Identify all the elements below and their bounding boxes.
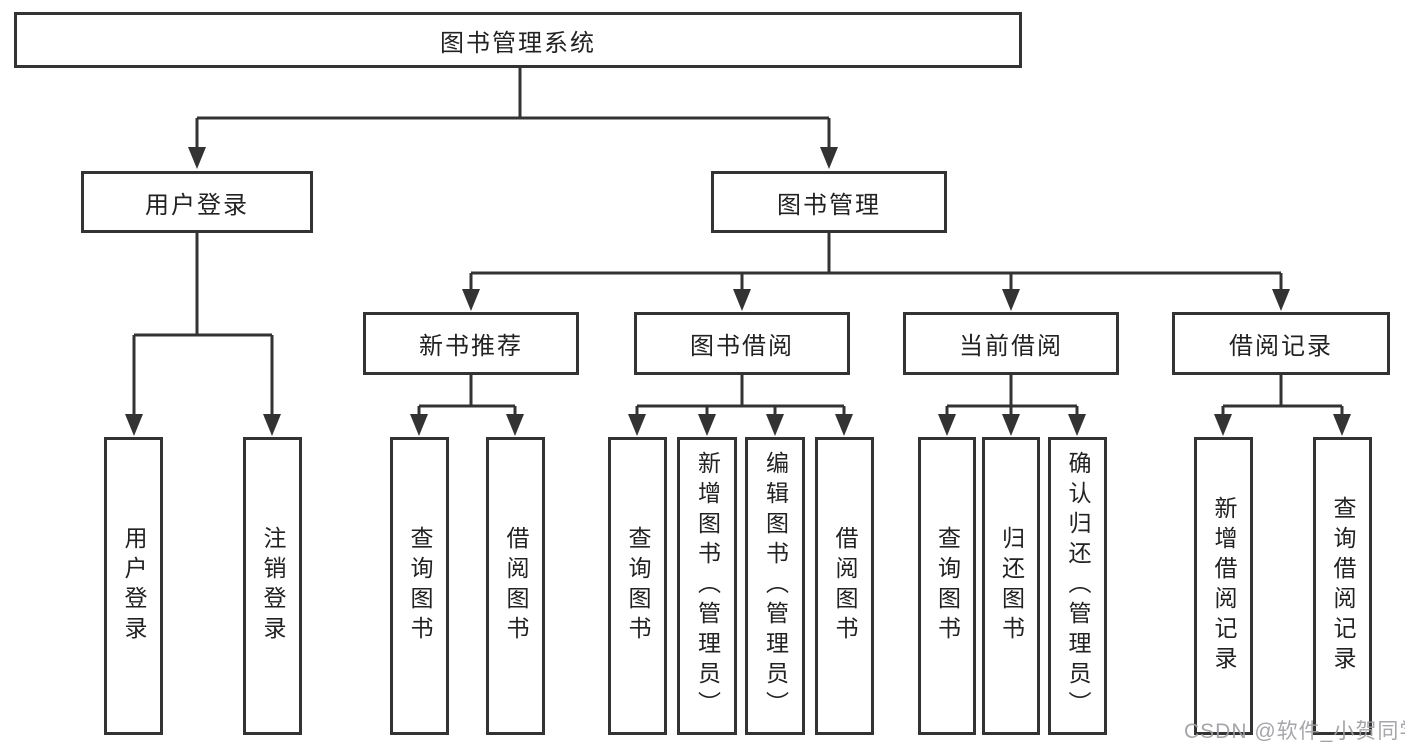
arrowheads bbox=[125, 147, 1351, 436]
node-label: 用户登录 bbox=[121, 526, 147, 646]
node-label: 图书借阅 bbox=[690, 333, 794, 360]
node-book-management-system: 图书管理系统 bbox=[14, 12, 1022, 68]
arrowhead-icon bbox=[462, 289, 480, 311]
node-label: 确认归还（管理员） bbox=[1065, 451, 1091, 721]
edge-current-borrow bbox=[945, 375, 1079, 419]
edge-root bbox=[195, 68, 831, 152]
edge-book-management bbox=[469, 233, 1283, 294]
leaf-logout: 注销登录 bbox=[243, 437, 302, 735]
leaf-query-borrow-record: 查询借阅记录 bbox=[1313, 437, 1372, 735]
arrowhead-icon bbox=[1214, 414, 1232, 436]
edge-book-borrow bbox=[635, 375, 846, 419]
node-label: 查询图书 bbox=[625, 526, 651, 646]
edge-new-book-recommend bbox=[417, 375, 517, 419]
leaf-borrow-books-recommend: 借阅图书 bbox=[486, 437, 545, 735]
arrowhead-icon bbox=[938, 414, 956, 436]
arrowhead-icon bbox=[1002, 414, 1020, 436]
node-book-management: 图书管理 bbox=[711, 171, 947, 233]
connector-edges bbox=[132, 68, 1344, 419]
edge-borrow-records bbox=[1221, 375, 1344, 419]
arrowhead-icon bbox=[766, 414, 784, 436]
node-label: 新增图书（管理员） bbox=[694, 451, 721, 721]
arrowhead-icon bbox=[698, 414, 716, 436]
leaf-query-books-recommend: 查询图书 bbox=[390, 437, 449, 735]
node-label: 新增借阅记录 bbox=[1211, 496, 1237, 676]
node-user-login: 用户登录 bbox=[81, 171, 313, 233]
node-label: 用户登录 bbox=[145, 191, 249, 219]
leaf-confirm-return-admin: 确认归还（管理员） bbox=[1048, 437, 1107, 735]
arrowhead-icon bbox=[835, 414, 853, 436]
leaf-add-borrow-record: 新增借阅记录 bbox=[1194, 437, 1253, 735]
leaf-return-books: 归还图书 bbox=[982, 437, 1040, 735]
node-label: 当前借阅 bbox=[959, 333, 1063, 360]
leaf-user-login: 用户登录 bbox=[104, 437, 163, 735]
edge-user-login bbox=[132, 233, 274, 418]
leaf-edit-book-admin: 编辑图书（管理员） bbox=[745, 437, 805, 735]
leaf-add-book-admin: 新增图书（管理员） bbox=[677, 437, 737, 735]
node-label: 图书管理系统 bbox=[440, 29, 596, 57]
leaf-query-books-borrow: 查询图书 bbox=[608, 437, 667, 735]
node-label: 新书推荐 bbox=[419, 333, 523, 360]
arrowhead-icon bbox=[628, 414, 646, 436]
arrowhead-icon bbox=[263, 414, 281, 436]
node-book-borrow: 图书借阅 bbox=[634, 312, 850, 375]
node-label: 借阅记录 bbox=[1229, 333, 1333, 360]
arrowhead-icon bbox=[733, 289, 751, 311]
arrowhead-icon bbox=[1272, 289, 1290, 311]
arrowhead-icon bbox=[125, 414, 143, 436]
leaf-query-books-current: 查询图书 bbox=[918, 437, 976, 735]
node-label: 查询图书 bbox=[934, 526, 961, 646]
arrowhead-icon bbox=[1068, 414, 1086, 436]
node-label: 编辑图书（管理员） bbox=[762, 451, 789, 721]
node-label: 图书管理 bbox=[777, 191, 881, 219]
arrowhead-icon bbox=[506, 414, 524, 436]
node-label: 归还图书 bbox=[998, 526, 1025, 646]
node-borrow-records: 借阅记录 bbox=[1172, 312, 1390, 375]
node-new-book-recommend: 新书推荐 bbox=[363, 312, 579, 375]
arrowhead-icon bbox=[188, 147, 206, 169]
node-label: 查询图书 bbox=[407, 526, 433, 646]
node-label: 查询借阅记录 bbox=[1330, 496, 1356, 676]
node-label: 借阅图书 bbox=[832, 526, 858, 646]
node-label: 注销登录 bbox=[260, 526, 286, 646]
csdn-watermark: CSDN @软件_小贺同学 bbox=[1184, 720, 1405, 743]
node-label: 借阅图书 bbox=[503, 526, 529, 646]
arrowhead-icon bbox=[1002, 289, 1020, 311]
leaf-borrow-books: 借阅图书 bbox=[815, 437, 874, 735]
arrowhead-icon bbox=[820, 147, 838, 169]
node-current-borrow: 当前借阅 bbox=[903, 312, 1119, 375]
arrowhead-icon bbox=[1333, 414, 1351, 436]
arrowhead-icon bbox=[410, 414, 428, 436]
